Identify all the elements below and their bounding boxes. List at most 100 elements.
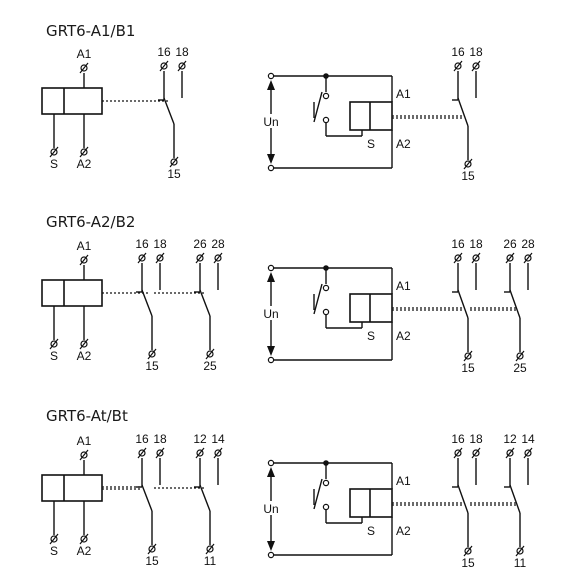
arrow-down-icon xyxy=(267,346,275,356)
terminal-slash xyxy=(505,252,515,264)
terminal-slash xyxy=(79,62,89,74)
contact-label-no-w1-0: 18 xyxy=(469,237,483,251)
terminal-symbol xyxy=(515,350,525,362)
open-terminal xyxy=(322,284,330,292)
terminal-symbol xyxy=(515,545,525,557)
terminal-slash xyxy=(463,545,473,557)
contact-label-com-2-0: 15 xyxy=(145,554,159,568)
open-terminal xyxy=(322,308,330,316)
switch-blade xyxy=(509,289,521,319)
contact-label-nc-2-1: 12 xyxy=(193,432,207,446)
terminal-slash xyxy=(147,348,157,360)
terminal-slash xyxy=(79,449,89,461)
contact-label-no-2-1: 14 xyxy=(211,432,225,446)
coil-label-a2: A2 xyxy=(77,157,92,171)
wiring-label-a1: A1 xyxy=(396,474,411,488)
contact-label-com-w0-0: 15 xyxy=(461,169,475,183)
contact-label-no-0-0: 18 xyxy=(175,45,189,59)
wiring-relay-coil xyxy=(349,293,393,323)
terminal-slash xyxy=(159,60,169,72)
terminal-symbol xyxy=(213,252,223,264)
terminal-symbol xyxy=(147,543,157,555)
contact-label-nc-w2-1: 12 xyxy=(503,432,517,446)
terminal-symbol xyxy=(471,60,481,72)
relay-coil xyxy=(41,279,103,307)
contact-label-no-w2-0: 18 xyxy=(469,432,483,446)
coil-label-a1: A1 xyxy=(77,434,92,448)
switch-blade xyxy=(199,484,211,512)
switch-blade xyxy=(509,484,521,514)
wiring-relay-coil xyxy=(349,101,393,131)
terminal-symbol xyxy=(205,348,215,360)
terminal-symbol xyxy=(49,338,59,350)
arrow-up-icon xyxy=(267,272,275,282)
terminal-symbol xyxy=(177,60,187,72)
terminal-symbol xyxy=(79,338,89,350)
terminal-symbol xyxy=(505,252,515,264)
terminal-slash xyxy=(195,447,205,459)
terminal-symbol xyxy=(169,156,179,168)
label-backdrop xyxy=(261,114,283,128)
contact-label-no-1-0: 18 xyxy=(153,237,167,251)
terminal-slash xyxy=(195,252,205,264)
open-terminal xyxy=(267,551,275,559)
wiring-label-s: S xyxy=(367,524,375,538)
terminal-slash xyxy=(49,146,59,158)
terminal-slash xyxy=(137,252,147,264)
relay-coil xyxy=(41,474,103,502)
terminal-symbol xyxy=(49,146,59,158)
arrow-down-icon xyxy=(267,541,275,551)
open-terminal xyxy=(322,479,330,487)
contact-label-nc-w1-1: 26 xyxy=(503,237,517,251)
open-terminal xyxy=(267,356,275,364)
terminal-symbol xyxy=(453,60,463,72)
coil-label-a2: A2 xyxy=(77,544,92,558)
open-terminal xyxy=(322,503,330,511)
wiring-label-s: S xyxy=(367,137,375,151)
terminal-symbol xyxy=(463,158,473,170)
terminal-slash xyxy=(471,447,481,459)
arrow-up-icon xyxy=(267,80,275,90)
open-terminal xyxy=(267,459,275,467)
wiring-label-s: S xyxy=(367,329,375,343)
terminal-slash xyxy=(515,350,525,362)
open-terminal xyxy=(267,164,275,172)
contact-label-com-w2-0: 15 xyxy=(461,556,475,570)
coil-label-s: S xyxy=(50,544,58,558)
terminal-slash xyxy=(79,146,89,158)
terminal-slash xyxy=(213,252,223,264)
start-switch-blade xyxy=(313,91,323,123)
terminal-slash xyxy=(471,252,481,264)
contact-label-nc-w0-0: 16 xyxy=(451,45,465,59)
section-title: GRT6-A2/B2 xyxy=(46,213,135,231)
terminal-slash xyxy=(515,545,525,557)
open-terminal xyxy=(267,264,275,272)
switch-blade xyxy=(141,289,153,317)
switch-blade xyxy=(199,289,211,317)
wiring-label-a2: A2 xyxy=(396,524,411,538)
supply-voltage-label: Un xyxy=(263,307,278,321)
terminal-symbol xyxy=(155,447,165,459)
contact-label-com-w1-1: 25 xyxy=(513,361,527,375)
terminal-slash xyxy=(523,252,533,264)
terminal-slash xyxy=(471,60,481,72)
terminal-slash xyxy=(205,543,215,555)
contact-label-no-w2-1: 14 xyxy=(521,432,535,446)
wiring-relay-coil xyxy=(349,488,393,518)
switch-blade xyxy=(457,97,469,127)
contact-label-nc-w1-0: 16 xyxy=(451,237,465,251)
contact-label-nc-1-1: 26 xyxy=(193,237,207,251)
terminal-slash xyxy=(505,447,515,459)
terminal-slash xyxy=(137,447,147,459)
terminal-slash xyxy=(169,156,179,168)
terminal-slash xyxy=(463,158,473,170)
terminal-symbol xyxy=(471,252,481,264)
terminal-slash xyxy=(453,60,463,72)
terminal-symbol xyxy=(137,447,147,459)
switch-blade xyxy=(457,484,469,514)
supply-voltage-label: Un xyxy=(263,502,278,516)
switch-blade xyxy=(457,289,469,319)
arrow-down-icon xyxy=(267,154,275,164)
relay-coil xyxy=(41,87,103,115)
terminal-slash xyxy=(155,252,165,264)
